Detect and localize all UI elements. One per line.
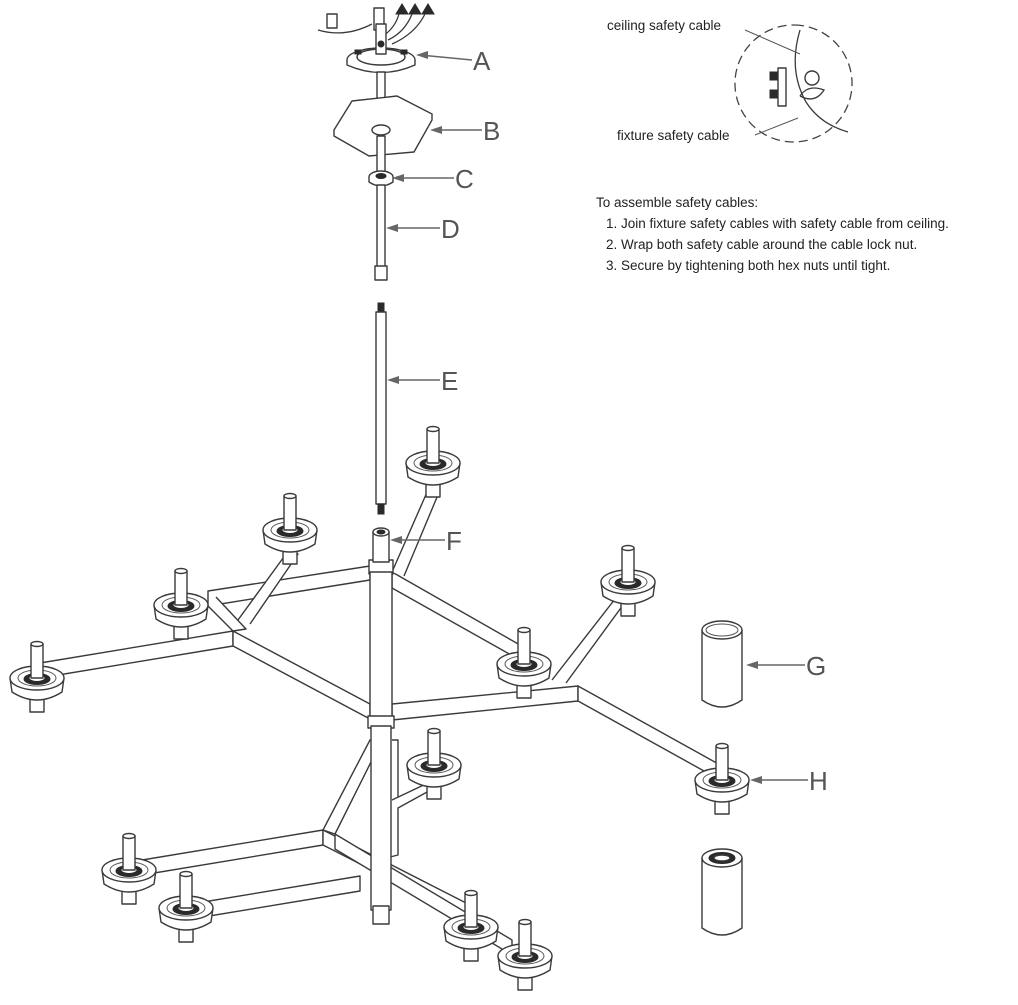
callout-g: G — [746, 651, 826, 681]
rod-mid — [376, 135, 386, 173]
callout-a: A — [416, 46, 491, 76]
safety-cable-inset: ceiling safety cable fixture safety cabl… — [607, 18, 853, 143]
candle-cup — [101, 832, 157, 905]
callout-c: C — [392, 164, 474, 194]
candle-cup — [694, 742, 750, 815]
candle-cups — [9, 425, 750, 991]
instructions-title: To assemble safety cables: — [596, 195, 758, 210]
upper-arms — [39, 489, 723, 782]
candle-cup — [600, 544, 656, 617]
candle-cup — [9, 640, 65, 713]
fixture-safety-cable-label: fixture safety cable — [617, 128, 730, 143]
candle-cup — [496, 626, 552, 699]
label-d: D — [441, 214, 460, 244]
candle-cup — [153, 567, 209, 640]
part-g-candle-sleeve — [701, 620, 743, 708]
callout-d: D — [386, 214, 460, 244]
ceiling-safety-cable-label: ceiling safety cable — [607, 18, 721, 33]
label-e: E — [441, 366, 458, 396]
instruction-step-1: 1. Join fixture safety cables with safet… — [606, 216, 949, 231]
part-e-downrod-extension — [375, 302, 387, 515]
part-a-canopy-mount — [346, 23, 416, 74]
label-c: C — [455, 164, 474, 194]
candle-cup — [405, 425, 461, 498]
label-g: G — [806, 651, 826, 681]
instruction-step-3: 3. Secure by tightening both hex nuts un… — [606, 258, 890, 273]
callout-f: F — [390, 526, 462, 556]
candle-cup — [262, 492, 318, 565]
label-a: A — [473, 46, 491, 76]
candle-cup — [406, 727, 462, 800]
label-h: H — [809, 766, 828, 796]
candle-sleeve-loose — [701, 848, 743, 936]
safety-cable-instructions: To assemble safety cables: 1. Join fixtu… — [596, 195, 949, 273]
center-column — [367, 559, 395, 925]
callout-h: H — [750, 766, 828, 796]
callout-e: E — [387, 366, 458, 396]
part-f-top-coupler — [372, 527, 390, 563]
callout-b: B — [430, 116, 500, 146]
part-d-downrod — [374, 184, 388, 281]
candle-cup — [443, 889, 499, 962]
part-c-lock-nut — [368, 170, 394, 187]
label-f: F — [446, 526, 462, 556]
part-b-canopy-plate — [333, 95, 433, 157]
instruction-step-2: 2. Wrap both safety cable around the cab… — [606, 237, 917, 252]
candle-cup — [158, 870, 214, 943]
candle-cup — [497, 918, 553, 991]
label-b: B — [483, 116, 500, 146]
